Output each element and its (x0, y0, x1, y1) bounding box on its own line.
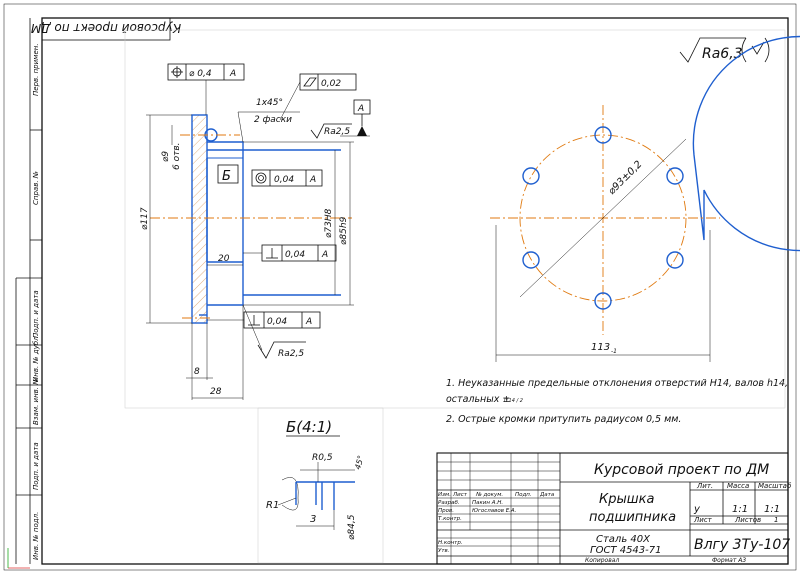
view-frame (124, 29, 786, 409)
tb-utv: Утв. (438, 548, 450, 554)
flat-tol: 0,02 (321, 79, 341, 89)
note-2: 2. Острые кромки притупить радиусом 0,5 … (446, 414, 681, 425)
tb-prov-name: Югославов Е.А. (472, 508, 517, 514)
detail-frame (257, 407, 384, 564)
frame-border (41, 17, 789, 565)
dim-pcd: ⌀93±0,2 (606, 159, 644, 197)
top-stamp-box (41, 17, 171, 41)
tb-scale-label: Масштаб (758, 482, 792, 490)
tb-doc-code: Влгу 3Ту-107 (694, 537, 790, 553)
dim-28: 28 (210, 387, 222, 397)
dim-20: 20 (218, 254, 230, 264)
tb-project: Курсовой проект по ДМ (594, 462, 769, 478)
general-roughness: Ra6,3 (679, 37, 770, 63)
strip-inv-dubl: Инв. № дубл. (32, 334, 40, 382)
sheet-edge (3, 3, 797, 571)
pos-tol-datum: A (229, 69, 236, 79)
dim-hole-count: 6 отв. (172, 142, 182, 170)
note-1b: остальных ± (446, 394, 510, 405)
tb-prov: Пров. (438, 508, 454, 514)
tb-razrab-name: Пакин А.Н. (472, 500, 503, 506)
conc-tol: 0,04 (274, 175, 294, 185)
top-stamp-text: Курсовой проект по ДМ (30, 21, 181, 35)
dim-113: 113 (591, 342, 610, 353)
tb-material-1: Сталь 40Х (596, 534, 651, 545)
conc-datum: A (309, 175, 316, 185)
detail-dim3: 3 (310, 514, 316, 525)
ra-top: Ra2,5 (324, 127, 350, 137)
perp-datum-2: A (305, 317, 312, 327)
strip-sprav: Справ. № (32, 171, 40, 205)
strip-podp-1: Подп. и дата (32, 290, 40, 338)
title-block: Курсовой проект по ДМ Крышка подшипника … (436, 452, 792, 565)
dim-8: 8 (194, 367, 200, 377)
tb-scale-value: 1:1 (764, 504, 780, 515)
tb-lit-value: у (693, 504, 701, 515)
tb-sheets-label: Листов (734, 516, 761, 524)
dim-85: ⌀85h9 (339, 216, 349, 245)
tb-data: Дата (539, 492, 555, 498)
note-1-frac: IT14 / 2 (504, 398, 523, 404)
front-view: ⌀93±0,2 113 -1 (490, 35, 800, 362)
tb-material-2: ГОСТ 4543-71 (590, 545, 662, 556)
tb-lit-label: Лит. (696, 482, 713, 490)
tb-kopiroval: Копировал (585, 557, 619, 564)
axis-mark (7, 548, 30, 569)
dim-73: ⌀73H8 (324, 208, 334, 238)
tb-izm: Изм. (438, 492, 451, 498)
notes: 1. Неуказанные предельные отклонения отв… (446, 378, 788, 425)
tb-podp: Подп. (515, 492, 532, 498)
detail-view: Б(4:1) R0,5 R1 45° 3 ⌀84,5 (266, 418, 366, 540)
tb-part-1: Крышка (599, 492, 654, 507)
pos-tol: ⌀ 0,4 (189, 69, 212, 79)
tb-tkontr: Т.контр. (438, 516, 462, 522)
perp-tol-2: 0,04 (267, 317, 287, 327)
tb-sheet-label: Лист (693, 516, 713, 524)
datum-a-box: A (357, 104, 364, 114)
perp-datum-1: A (321, 250, 328, 260)
detail-angle: 45° (353, 454, 365, 470)
note-1: 1. Неуказанные предельные отклонения отв… (446, 378, 788, 389)
strip-podp-2: Подп. и дата (32, 442, 40, 490)
perp-tol-1: 0,04 (285, 250, 305, 260)
tb-list: Лист (452, 492, 468, 498)
tb-part-2: подшипника (589, 510, 676, 525)
tb-razrab: Разраб. (438, 500, 460, 506)
tb-format: Формат А3 (712, 557, 746, 564)
tb-nkontr: Н.контр. (438, 540, 463, 546)
tb-sheets-value: 1 (774, 516, 778, 524)
chamfer: 1x45° (256, 98, 283, 108)
section-mark: Б (222, 169, 231, 184)
dim-117: ⌀117 (140, 207, 150, 230)
strip-vzam: Взам. инв. № (32, 377, 40, 425)
detail-dia845: ⌀84,5 (347, 514, 357, 540)
detail-title: Б(4:1) (286, 418, 332, 436)
dim-hole-dia: ⌀9 (161, 151, 171, 162)
dim-113-tol: -1 (611, 348, 617, 355)
roughness-text: Ra6,3 (702, 46, 743, 62)
strip-perv-primen: Перв. примен. (32, 43, 40, 96)
detail-r05: R0,5 (312, 453, 333, 463)
tb-ndokum: № докум. (475, 492, 503, 498)
chamfer-note: 2 фаски (254, 115, 292, 125)
tb-mass-value: 1:1 (732, 504, 748, 515)
ra-bottom: Ra2,5 (278, 349, 304, 359)
tb-mass-label: Масса (727, 482, 749, 490)
left-strip: Перв. примен. Справ. № Подп. и дата Инв.… (15, 18, 42, 564)
detail-r1: R1 (266, 500, 279, 511)
strip-inv-podl: Инв. № подл. (32, 512, 40, 560)
section-view: ⌀117 ⌀73H8 ⌀85h9 ⌀9 6 отв. ⌀ 0,4 A 0,02 … (140, 63, 371, 400)
